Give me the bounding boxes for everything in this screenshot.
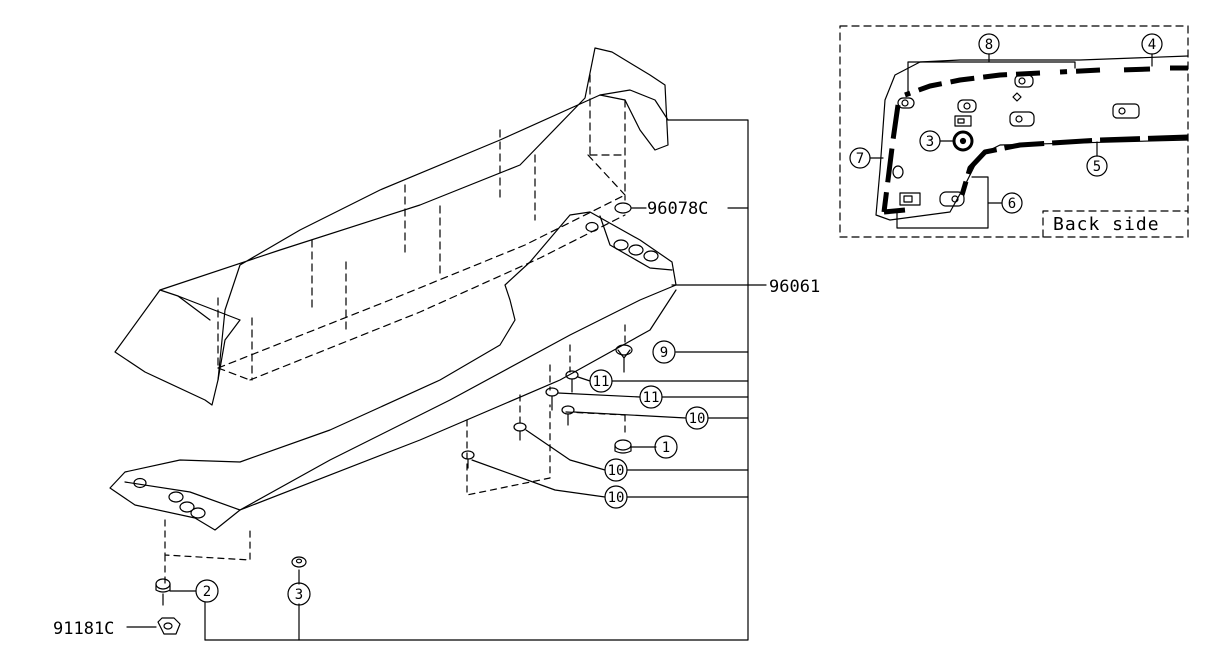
inset-thick-seal (881, 65, 1189, 215)
callout-3: 3 (295, 587, 303, 603)
callout-circles (195, 340, 709, 606)
callout-10-middle: 10 (608, 463, 625, 479)
callout-10-lower: 10 (608, 490, 625, 506)
label-spoiler-96061: 96061 (769, 277, 820, 297)
callout-11-lower: 11 (643, 390, 660, 406)
callout-2: 2 (203, 584, 211, 600)
callout-1: 1 (662, 440, 670, 456)
fastener-dashes (164, 324, 626, 586)
leader-lines (126, 119, 767, 641)
label-cap-96078c: 96078C (647, 199, 708, 219)
hardware (155, 202, 633, 635)
callout-9: 9 (660, 345, 668, 361)
inset-callout-8: 8 (985, 37, 993, 53)
inset-callout-4: 4 (1148, 37, 1156, 53)
upper-spoiler-dashes (217, 74, 626, 381)
lower-spoiler (109, 211, 677, 531)
inset-caption-back-side: Back side (1053, 214, 1160, 235)
inset-callout-5: 5 (1093, 159, 1101, 175)
callout-10-right: 10 (689, 411, 706, 427)
callout-11-upper: 11 (593, 374, 610, 390)
label-clip-91181c: 91181C (53, 619, 114, 639)
upper-spoiler (114, 47, 669, 406)
inset-callout-3: 3 (926, 134, 934, 150)
inset-back-side (839, 25, 1189, 238)
inset-callout-6: 6 (1008, 196, 1016, 212)
inset-callout-7: 7 (856, 151, 864, 167)
